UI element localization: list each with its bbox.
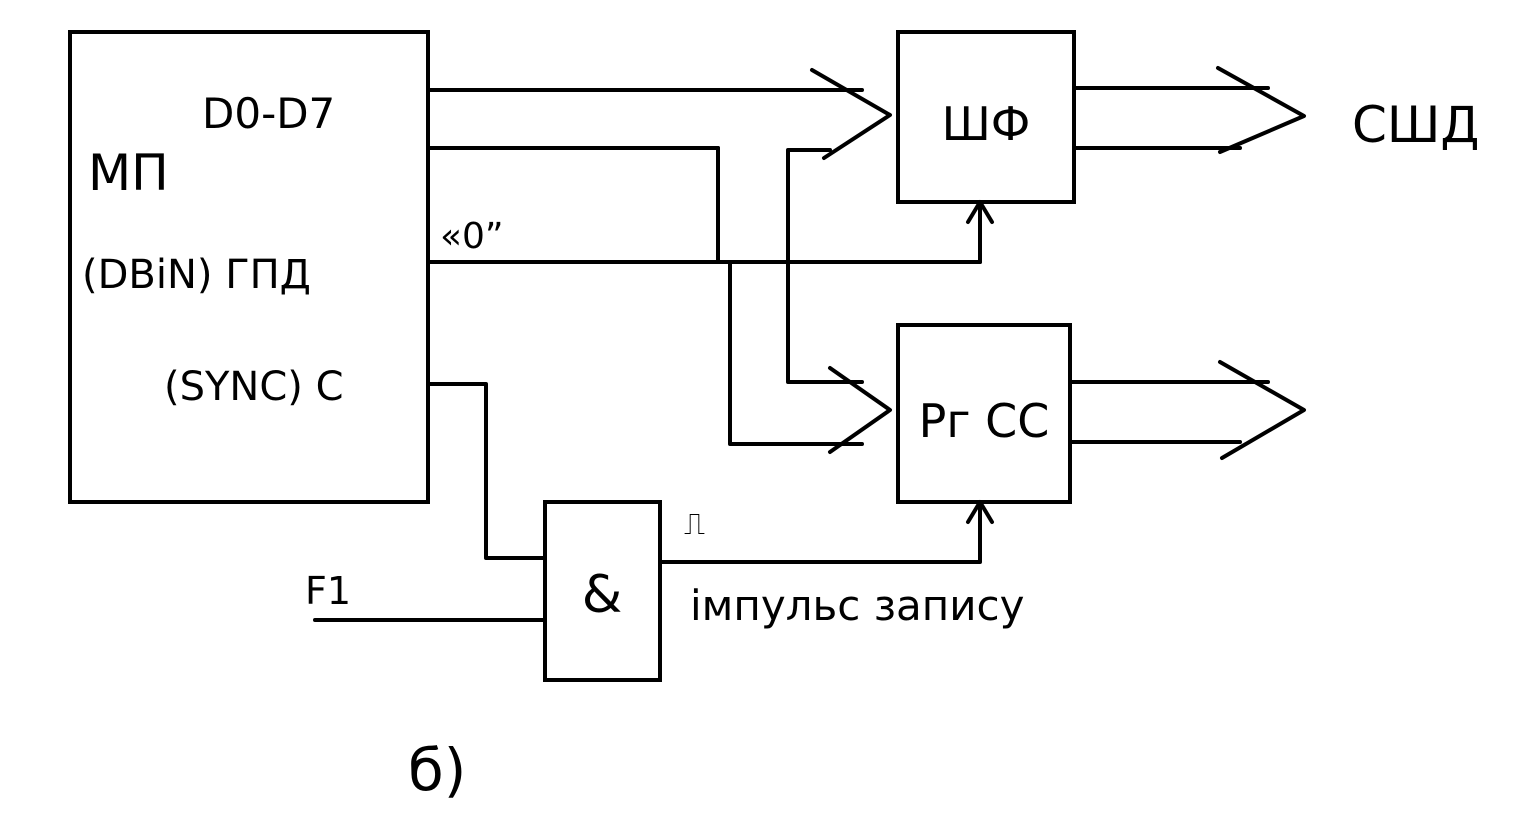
microprocessor-name: МП — [88, 144, 169, 202]
and-gate-block — [543, 500, 662, 682]
pulse-symbol: ⎍ — [684, 507, 705, 542]
data-bus-label: СШД — [1352, 96, 1479, 154]
dbin-pin-label: (DBiN) ГПД — [82, 252, 311, 298]
d0-d7-bus-arrow — [426, 68, 892, 376]
and-gate-symbol: & — [582, 565, 623, 625]
zero-signal-label: «0” — [440, 216, 504, 257]
status-register-block — [896, 323, 1072, 504]
status-register-name: Рг СС — [919, 394, 1050, 448]
status-register-output-arrow — [1068, 360, 1306, 460]
bus-driver-block — [896, 30, 1076, 204]
dbin-signal-wire — [426, 200, 994, 454]
bus-driver-output-arrow — [1072, 66, 1306, 154]
write-pulse-wire — [658, 500, 994, 564]
figure-label: б) — [408, 736, 466, 804]
clock-input-label: F1 — [305, 569, 351, 613]
microprocessor-block — [68, 30, 430, 504]
sync-to-gate-wire — [426, 382, 547, 560]
data-pins-label: D0-D7 — [202, 89, 335, 138]
sync-pin-label: (SYNC) C — [164, 364, 344, 410]
pulse-label: імпульс запису — [690, 581, 1024, 630]
bus-driver-name: ШФ — [942, 97, 1031, 151]
